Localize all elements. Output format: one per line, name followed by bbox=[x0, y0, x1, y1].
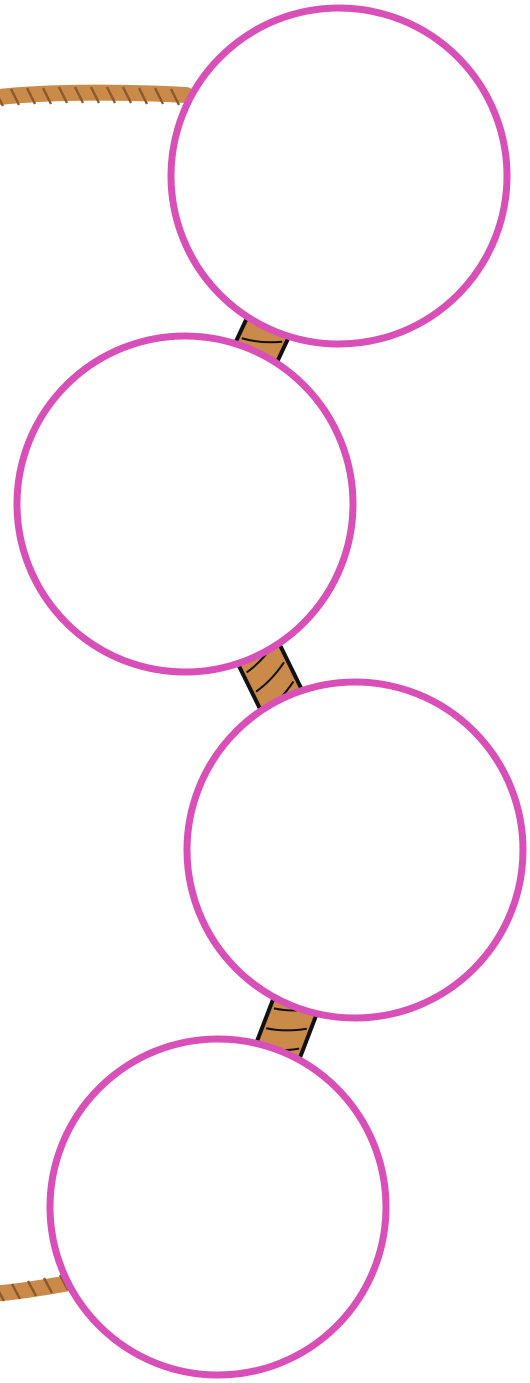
diagram-circle-1 bbox=[171, 8, 507, 344]
diagram-circle-2 bbox=[17, 336, 353, 672]
rope-entry-top bbox=[0, 87, 186, 106]
diagram-circle-4 bbox=[50, 1039, 386, 1375]
rope-entry-bottom bbox=[0, 1275, 70, 1301]
diagram-circle-3 bbox=[187, 682, 523, 1018]
